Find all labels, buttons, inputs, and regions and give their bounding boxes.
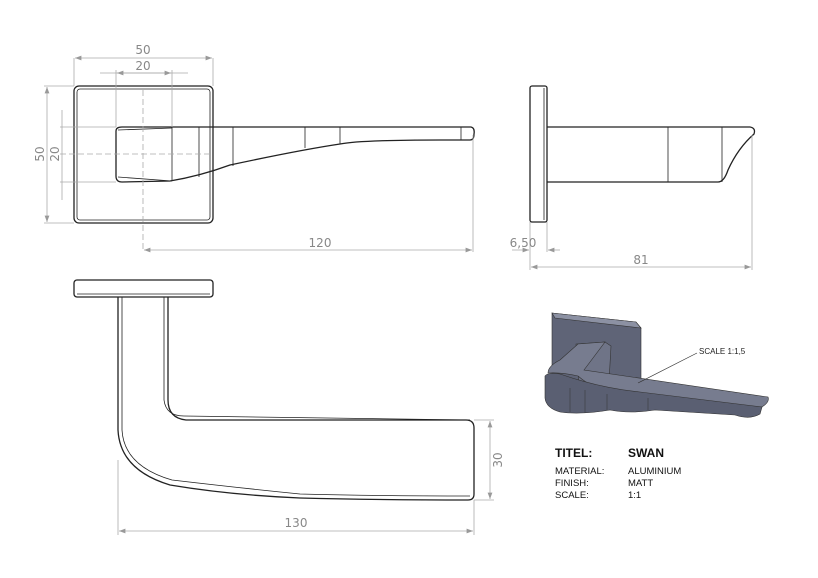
scale-value: 1:1 xyxy=(628,490,642,501)
title-label: TITEL: xyxy=(555,446,593,460)
dim-front-inner-width: 20 xyxy=(135,59,150,73)
dim-front-height: 50 xyxy=(33,146,47,161)
dim-side-depth: 81 xyxy=(633,253,648,267)
dim-bottom-length: 130 xyxy=(285,516,308,530)
isometric-view: SCALE 1:1,5 xyxy=(544,312,769,418)
finish-label: FINISH: xyxy=(555,478,589,489)
side-view: 6,50 81 xyxy=(510,85,756,270)
dim-front-inner-height: 20 xyxy=(48,146,62,161)
title-value: SWAN xyxy=(628,446,664,460)
finish-value: MATT xyxy=(628,478,654,489)
iso-scale-label: SCALE 1:1,5 xyxy=(699,347,746,356)
scale-label: SCALE: xyxy=(555,490,589,501)
front-view: 50 20 50 20 120 xyxy=(33,43,475,253)
material-value: ALUMINIUM xyxy=(628,466,682,477)
material-label: MATERIAL: xyxy=(555,466,605,477)
bottom-view: 30 130 xyxy=(73,279,505,535)
dim-front-length: 120 xyxy=(309,236,332,250)
dim-bottom-height: 30 xyxy=(491,452,505,467)
dim-front-width: 50 xyxy=(135,43,150,57)
dim-side-plate: 6,50 xyxy=(510,236,537,250)
